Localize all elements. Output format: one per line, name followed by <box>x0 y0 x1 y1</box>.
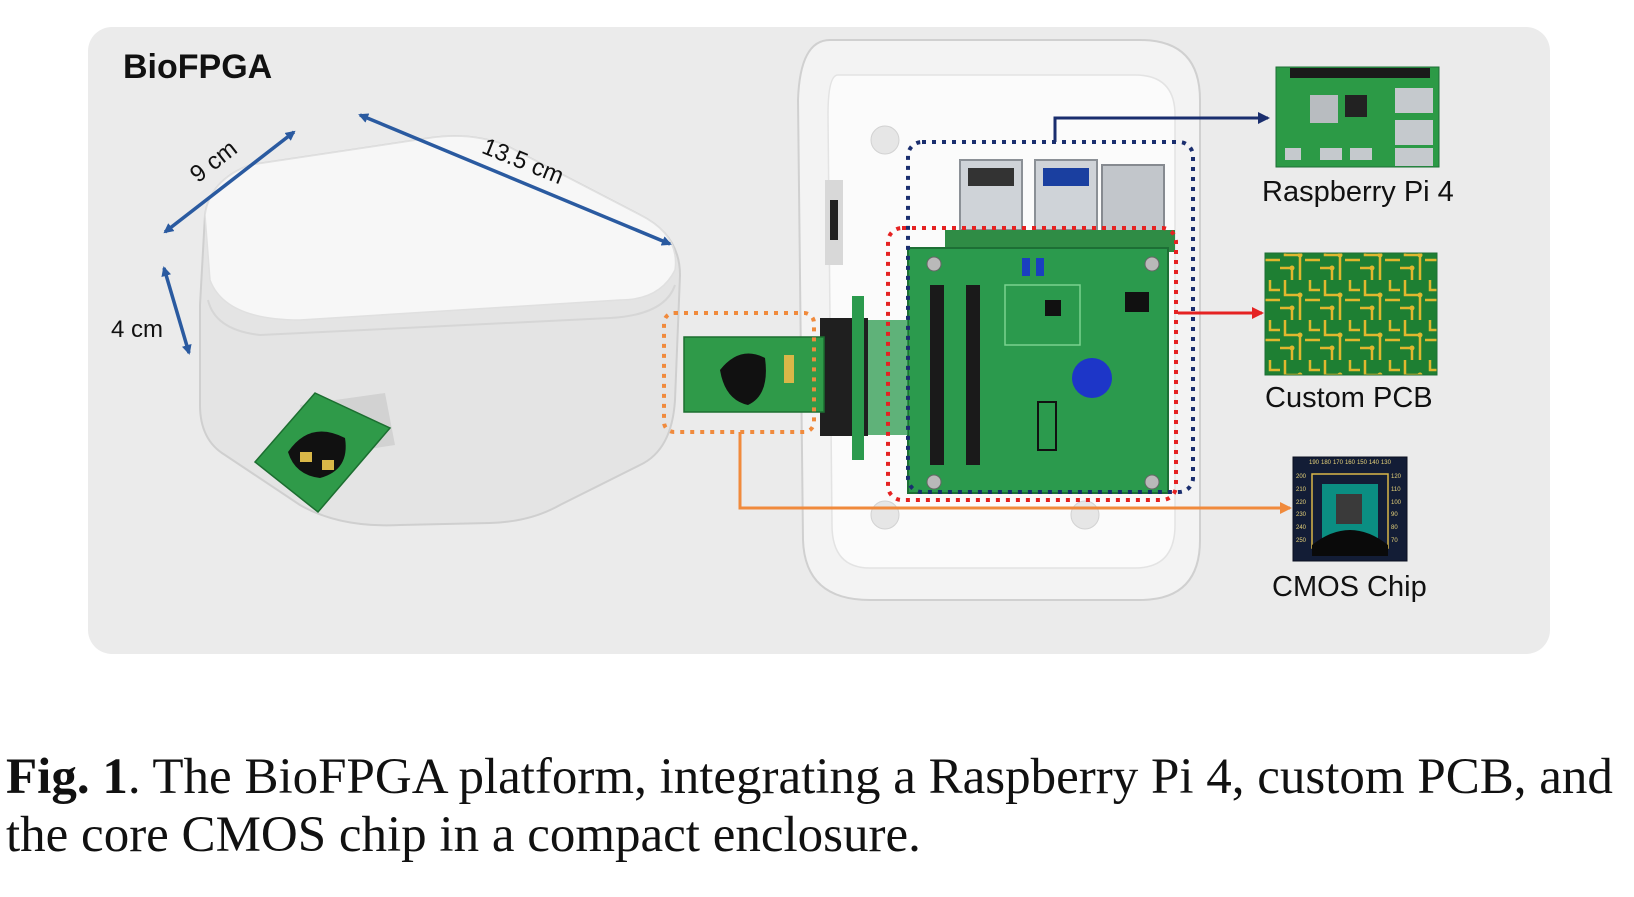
chip-tick: 190 <box>1309 460 1320 466</box>
chip-tick: 100 <box>1391 499 1402 506</box>
chip-tick: 170 <box>1332 460 1343 466</box>
sensor-stick <box>253 392 392 514</box>
custom-pcb-thumbnail <box>1264 252 1438 376</box>
chip-tick: 240 <box>1296 525 1307 532</box>
chip-tick: 250 <box>1296 537 1307 544</box>
chip-tick: 180 <box>1320 460 1331 466</box>
chip-tick: 130 <box>1380 460 1391 466</box>
caption-label: Fig. 1 <box>6 749 128 805</box>
figure-caption: Fig. 1. The BioFPGA platform, integratin… <box>6 748 1631 864</box>
chip-tick: 90 <box>1391 512 1398 519</box>
raspberry-pi-label: Raspberry Pi 4 <box>1262 176 1454 208</box>
chip-tick: 160 <box>1344 460 1355 466</box>
chip-tick: 140 <box>1368 460 1379 466</box>
panel-title: BioFPGA <box>123 48 273 86</box>
caption-text: . The BioFPGA platform, integrating a Ra… <box>6 749 1613 863</box>
dimension-label-height: 4 cm <box>111 316 164 343</box>
chip-tick: 230 <box>1296 512 1307 519</box>
chip-tick: 150 <box>1356 460 1367 466</box>
dimension-arrows <box>161 113 672 355</box>
usb-ethernet-ports <box>945 159 1175 252</box>
chip-tick: 70 <box>1391 537 1398 544</box>
chip-tick: 80 <box>1391 525 1398 532</box>
raspberry-pi-thumbnail <box>1275 66 1440 168</box>
cmos-chip-thumbnail <box>1292 456 1408 562</box>
cmos-chip-label: CMOS Chip <box>1272 571 1427 603</box>
chip-tick-top: 190 180 170 160 150 140 130 <box>1309 460 1391 466</box>
custom-pcb-label: Custom PCB <box>1265 382 1433 414</box>
raspberry-pi-highlight-box <box>906 140 1195 494</box>
sensor-socket <box>820 296 908 460</box>
sensor-stick-inserted <box>683 336 825 413</box>
chip-tick-left: 200 210 220 230 240 250 <box>1296 474 1306 544</box>
chip-tick-right: 120 110 100 90 80 70 <box>1391 474 1401 544</box>
chip-tick: 220 <box>1296 499 1307 506</box>
custom-pcb-highlight-box <box>886 226 1178 502</box>
raspberry-pi-pointer-arrow <box>1053 112 1270 142</box>
chip-tick: 200 <box>1296 474 1307 480</box>
chip-tick: 120 <box>1391 474 1402 480</box>
cmos-pointer-arrow <box>738 432 1292 514</box>
chip-tick: 210 <box>1296 486 1307 493</box>
chip-tick: 110 <box>1391 486 1401 493</box>
custom-pcb-board <box>907 247 1169 494</box>
